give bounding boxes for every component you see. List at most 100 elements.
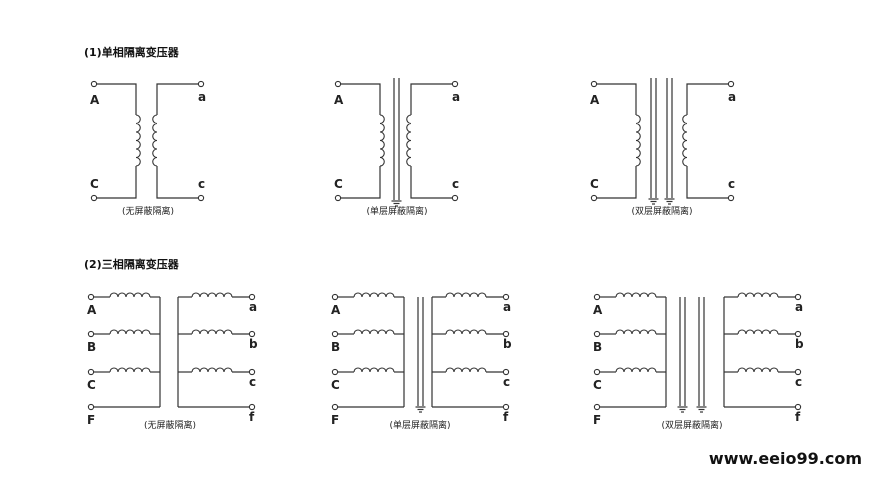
terminal-label-primary: A: [87, 303, 97, 317]
terminal-label-primary: A: [90, 93, 100, 107]
terminal-label-secondary: c: [728, 177, 735, 191]
terminal: [197, 80, 205, 88]
secondary-coil: [191, 292, 233, 298]
secondary-coil: [682, 114, 688, 167]
terminal: [794, 368, 802, 376]
terminal: [593, 330, 601, 338]
terminal-label-secondary: c: [198, 177, 205, 191]
secondary-coil: [191, 329, 233, 335]
primary-wire: [341, 166, 381, 199]
terminal-label-primary: F: [87, 413, 95, 427]
terminal: [331, 403, 339, 411]
terminal-label-secondary: a: [728, 90, 736, 104]
secondary-wire: [686, 83, 728, 115]
caption: (双层屏蔽隔离): [661, 419, 722, 431]
caption: (双层屏蔽隔离): [631, 205, 692, 217]
terminal-label-primary: A: [334, 93, 344, 107]
primary-coil: [135, 114, 141, 167]
terminal: [87, 368, 95, 376]
single-phase-title: (1)单相隔离变压器: [84, 45, 180, 59]
primary-wire: [597, 166, 637, 199]
secondary-wire: [410, 166, 452, 199]
primary-coil: [109, 367, 151, 373]
primary-coil: [353, 367, 395, 373]
terminal-label-secondary: a: [503, 300, 511, 314]
terminal: [593, 293, 601, 301]
primary-wire: [97, 166, 137, 199]
terminal: [727, 80, 735, 88]
terminal-label-primary: A: [593, 303, 603, 317]
terminal: [248, 330, 256, 338]
secondary-coil: [445, 329, 487, 335]
secondary-coil: [152, 114, 158, 167]
terminal-label-primary: C: [334, 177, 343, 191]
primary-coil: [109, 292, 151, 298]
terminal: [197, 194, 205, 202]
terminal-label-secondary: f: [249, 410, 255, 424]
terminal-label-secondary: c: [503, 375, 510, 389]
terminal-label-secondary: c: [452, 177, 459, 191]
terminal: [331, 368, 339, 376]
terminal-label-primary: F: [593, 413, 601, 427]
terminal: [502, 293, 510, 301]
caption: (无屏蔽隔离): [144, 419, 196, 431]
terminal-label-secondary: f: [795, 410, 801, 424]
secondary-coil: [737, 292, 779, 298]
terminal-label-primary: C: [90, 177, 99, 191]
terminal: [87, 403, 95, 411]
caption: (单层屏蔽隔离): [366, 205, 427, 217]
terminal-label-primary: B: [593, 340, 602, 354]
terminal: [794, 403, 802, 411]
primary-wire: [97, 83, 137, 115]
terminal: [590, 194, 598, 202]
terminal-label-secondary: b: [503, 337, 512, 351]
primary-wire: [341, 83, 381, 115]
terminal: [248, 293, 256, 301]
terminal: [451, 194, 459, 202]
terminal: [593, 368, 601, 376]
caption: (无屏蔽隔离): [122, 205, 174, 217]
terminal-label-secondary: c: [795, 375, 802, 389]
terminal: [502, 330, 510, 338]
primary-coil: [353, 329, 395, 335]
watermark: www.eeio99.com: [709, 449, 862, 468]
terminal-label-secondary: c: [249, 375, 256, 389]
terminal-label-primary: C: [87, 378, 96, 392]
terminal-label-secondary: a: [795, 300, 803, 314]
terminal: [593, 403, 601, 411]
secondary-coil: [191, 367, 233, 373]
primary-coil: [109, 329, 151, 335]
primary-coil: [615, 329, 657, 335]
terminal-label-secondary: b: [795, 337, 804, 351]
terminal: [334, 194, 342, 202]
terminal: [334, 80, 342, 88]
terminal-label-primary: A: [590, 93, 600, 107]
secondary-coil: [445, 367, 487, 373]
terminal: [87, 330, 95, 338]
terminal: [590, 80, 598, 88]
terminal-label-primary: C: [590, 177, 599, 191]
terminal-label-secondary: b: [249, 337, 258, 351]
primary-coil: [615, 292, 657, 298]
terminal: [331, 293, 339, 301]
secondary-wire: [410, 83, 452, 115]
terminal: [87, 293, 95, 301]
terminal: [794, 330, 802, 338]
terminal-label-primary: B: [331, 340, 340, 354]
primary-coil: [353, 292, 395, 298]
terminal: [90, 80, 98, 88]
terminal-label-primary: B: [87, 340, 96, 354]
secondary-coil: [445, 292, 487, 298]
primary-coil: [379, 114, 385, 167]
single-phase-double-shield: A Ca c (双层屏蔽隔离): [590, 78, 736, 217]
terminal: [248, 403, 256, 411]
secondary-wire: [156, 83, 198, 115]
terminal: [331, 330, 339, 338]
primary-coil: [615, 367, 657, 373]
